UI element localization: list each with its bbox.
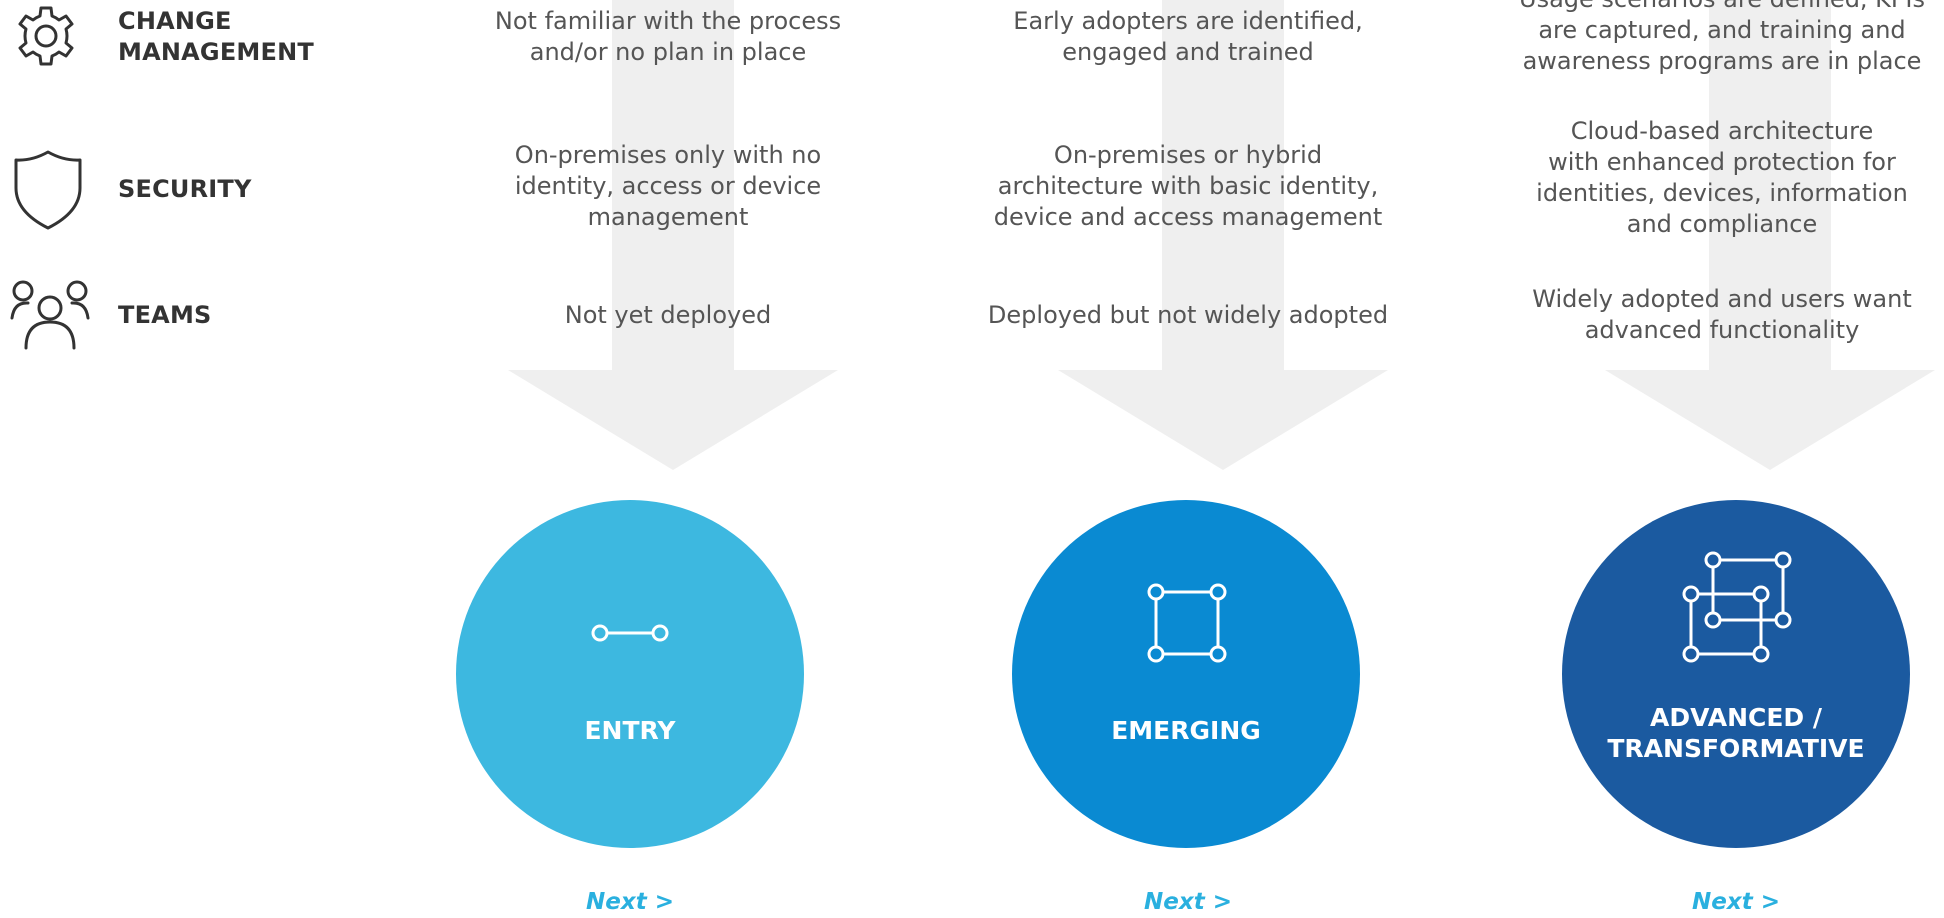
text-line: Usage scenarios are defined, KPIs [1500, 0, 1944, 15]
text-line: architecture with basic identity, [997, 172, 1379, 200]
stage-label-advanced: ADVANCED / TRANSFORMATIVE [1562, 702, 1910, 764]
text-line: Cloud-based architecture [1570, 117, 1874, 145]
stage-arrow-entry [508, 0, 838, 475]
square-icon [1142, 578, 1232, 668]
text-line: Widely adopted and users want [1532, 285, 1912, 313]
row-label-change-management: CHANGE MANAGEMENT [118, 6, 314, 68]
row-label-line: CHANGE [118, 7, 232, 35]
shield-icon [12, 148, 84, 232]
text-line: and compliance [1626, 210, 1818, 238]
stage-label-emerging: EMERGING [1012, 715, 1360, 746]
text-line: device and access management [993, 203, 1383, 231]
stage-name: ADVANCED / [1649, 703, 1823, 732]
stage-circle-advanced[interactable]: ADVANCED / TRANSFORMATIVE [1562, 500, 1910, 848]
text-line: are captured, and training and [1538, 16, 1906, 44]
stage-label-entry: ENTRY [456, 715, 804, 746]
text-line: advanced functionality [1584, 316, 1860, 344]
line-icon [590, 618, 670, 648]
stage-name: TRANSFORMATIVE [1607, 734, 1865, 763]
text-line: engaged and trained [1062, 38, 1314, 66]
text-line: Not yet deployed [564, 301, 772, 329]
row-label-teams: TEAMS [118, 301, 212, 329]
advanced-security-text: Cloud-based architecture with enhanced p… [1500, 116, 1944, 240]
stage-name: EMERGING [1111, 716, 1261, 745]
text-line: awareness programs are in place [1522, 47, 1922, 75]
text-line: and/or no plan in place [529, 38, 807, 66]
entry-security-text: On-premises only with no identity, acces… [448, 140, 888, 233]
text-line: with enhanced protection for [1548, 148, 1896, 176]
next-link-entry[interactable]: Next > [586, 889, 674, 915]
emerging-change-management-text: Early adopters are identified, engaged a… [958, 6, 1418, 68]
text-line: identities, devices, information [1536, 179, 1908, 207]
text-line: Not familiar with the process [494, 7, 842, 35]
emerging-security-text: On-premises or hybrid architecture with … [958, 140, 1418, 233]
text-line: identity, access or device [514, 172, 822, 200]
stage-arrow-emerging [1058, 0, 1388, 475]
next-link-emerging[interactable]: Next > [1144, 889, 1232, 915]
advanced-teams-text: Widely adopted and users want advanced f… [1500, 284, 1944, 346]
entry-change-management-text: Not familiar with the process and/or no … [448, 6, 888, 68]
text-line: management [587, 203, 749, 231]
stage-name: ENTRY [584, 716, 676, 745]
entry-teams-text: Not yet deployed [448, 300, 888, 331]
stage-circle-entry[interactable]: ENTRY [456, 500, 804, 848]
text-line: On-premises or hybrid [1053, 141, 1323, 169]
row-label-security: SECURITY [118, 175, 252, 203]
people-icon [8, 278, 92, 350]
stage-arrow-advanced [1605, 0, 1935, 475]
text-line: Deployed but not widely adopted [987, 301, 1389, 329]
advanced-change-management-text: Usage scenarios are defined, KPIs are ca… [1500, 0, 1944, 77]
interlocking-squares-icon [1682, 550, 1792, 670]
stage-circle-emerging[interactable]: EMERGING [1012, 500, 1360, 848]
next-link-advanced[interactable]: Next > [1692, 889, 1780, 915]
text-line: On-premises only with no [514, 141, 822, 169]
emerging-teams-text: Deployed but not widely adopted [958, 300, 1418, 331]
text-line: Early adopters are identified, [1013, 7, 1363, 35]
gear-icon [14, 4, 78, 68]
row-label-line: MANAGEMENT [118, 38, 314, 66]
